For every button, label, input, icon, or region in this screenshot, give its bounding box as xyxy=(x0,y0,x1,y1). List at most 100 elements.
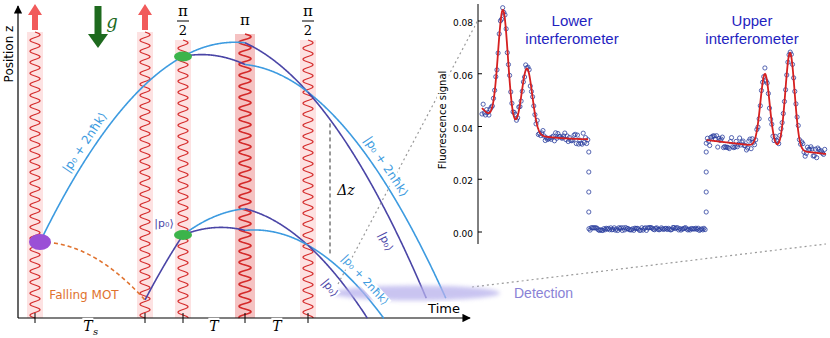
separation-label: Δz xyxy=(336,182,356,198)
axis-title-holder: Position z xyxy=(0,25,17,84)
data-point xyxy=(749,147,753,151)
laser-wave xyxy=(239,34,251,318)
lower-arm xyxy=(183,209,245,235)
state-label: |p₀ + 2nħk⟩ xyxy=(60,109,111,176)
state-label: |p₀⟩ xyxy=(317,276,340,301)
tick-label-holder: 0.00 xyxy=(452,223,474,241)
time-interval-subscript-holder: s xyxy=(92,321,99,338)
time-tick xyxy=(183,313,184,323)
data-point xyxy=(823,147,827,151)
mot-label: Falling MOT xyxy=(48,289,119,303)
pulse-label-holder: π xyxy=(239,11,251,29)
time-interval: T xyxy=(271,318,282,334)
plot-heading: Upper interferometer xyxy=(696,12,808,48)
axis-title: Fluorescence signal xyxy=(437,70,449,171)
data-point xyxy=(552,139,556,143)
data-point xyxy=(763,66,767,70)
data-point xyxy=(587,150,591,154)
data-point xyxy=(704,190,708,194)
launch-trajectory xyxy=(40,56,183,242)
time-tick xyxy=(245,313,246,323)
axis-title-holder: Fluorescence signal xyxy=(432,70,450,171)
data-point xyxy=(581,131,585,135)
state-label: |p₀ + 2nħk⟩ xyxy=(338,252,392,309)
time-interval-subscript: s xyxy=(92,326,99,338)
axis-title: Position z xyxy=(3,25,17,84)
plot-tick xyxy=(478,232,482,233)
tick-label-holder: 0.06 xyxy=(452,65,474,83)
axis-title-holder: Time xyxy=(427,299,461,317)
laser-wave xyxy=(303,40,313,318)
upper-arm xyxy=(245,43,308,93)
upper-arm xyxy=(183,55,245,65)
position-axis xyxy=(17,6,18,318)
laser-band xyxy=(27,32,43,318)
fit-curve xyxy=(707,53,827,154)
beam-arrow xyxy=(28,4,42,30)
pulse-label: 2 xyxy=(178,24,188,39)
gravity-symbol-holder: g xyxy=(105,12,119,33)
data-point xyxy=(704,210,708,214)
tick-label-holder: 0.04 xyxy=(452,117,474,135)
separation-line xyxy=(330,123,331,256)
data-point xyxy=(708,143,712,147)
fit-curve xyxy=(482,10,588,139)
state-label: |p₀⟩ xyxy=(375,229,396,254)
pulse-label: π xyxy=(177,3,189,20)
laser-band xyxy=(175,40,191,318)
state-label: |p₀⟩ xyxy=(153,218,174,231)
fraction-bar xyxy=(302,21,314,22)
zone-label: Detection xyxy=(514,284,573,302)
time-tick xyxy=(145,313,146,323)
pulse-label-holder: π xyxy=(177,2,189,20)
data-point xyxy=(729,136,733,140)
signal-plot-data xyxy=(478,4,827,244)
upper-arm xyxy=(245,65,308,93)
time-interval: T xyxy=(208,318,219,334)
atom-cloud xyxy=(29,234,51,250)
pulse-label: 2 xyxy=(303,24,313,39)
data-point xyxy=(587,210,591,214)
trajectories xyxy=(40,42,446,318)
data-point xyxy=(541,128,545,132)
time-tick xyxy=(35,313,36,323)
data-point xyxy=(587,190,591,194)
laser-wave xyxy=(30,32,40,318)
detection-cloud-shape xyxy=(332,286,500,301)
data-point xyxy=(575,133,579,137)
tick-label: 0.04 xyxy=(452,123,474,133)
pulse-label-holder: 2 xyxy=(303,21,313,39)
gravity-arrow-head xyxy=(88,34,108,48)
data-point xyxy=(741,139,745,143)
tick-label: 0.06 xyxy=(452,71,474,81)
data-point xyxy=(704,150,708,154)
plot-axis xyxy=(478,4,479,244)
fraction-bar xyxy=(177,21,189,22)
tick-label: 0.08 xyxy=(452,18,474,28)
time-tick xyxy=(308,313,309,323)
state-label-holder: |p₀⟩ xyxy=(317,273,345,301)
mot-label-holder: Falling MOT xyxy=(48,285,119,303)
pulse-label-holder: π xyxy=(302,2,314,20)
laser-wave xyxy=(178,40,188,318)
zoom-guide xyxy=(472,244,826,287)
beam-arrow xyxy=(138,4,152,30)
lower-launch-trajectory xyxy=(145,235,183,300)
lower-arm xyxy=(245,230,308,245)
laser-band xyxy=(137,32,153,318)
pulse-label: π xyxy=(239,12,251,29)
laser-band xyxy=(300,40,316,318)
plot-tick xyxy=(478,126,482,127)
plot-heading: Lower interferometer xyxy=(516,12,628,48)
plot-tick xyxy=(478,21,482,22)
data-point xyxy=(587,170,591,174)
signal-plot: Lower interferometer Upper interferometer xyxy=(478,4,828,244)
data-point xyxy=(481,102,485,106)
lower-arm xyxy=(245,209,308,246)
plot-tick xyxy=(478,73,482,74)
laser-wave xyxy=(140,32,150,318)
state-label-holder: |p₀ + 2nħk⟩ xyxy=(337,249,395,310)
state-label-holder: |p₀⟩ xyxy=(153,213,174,231)
data-point xyxy=(704,170,708,174)
detection-cloud xyxy=(330,284,502,302)
